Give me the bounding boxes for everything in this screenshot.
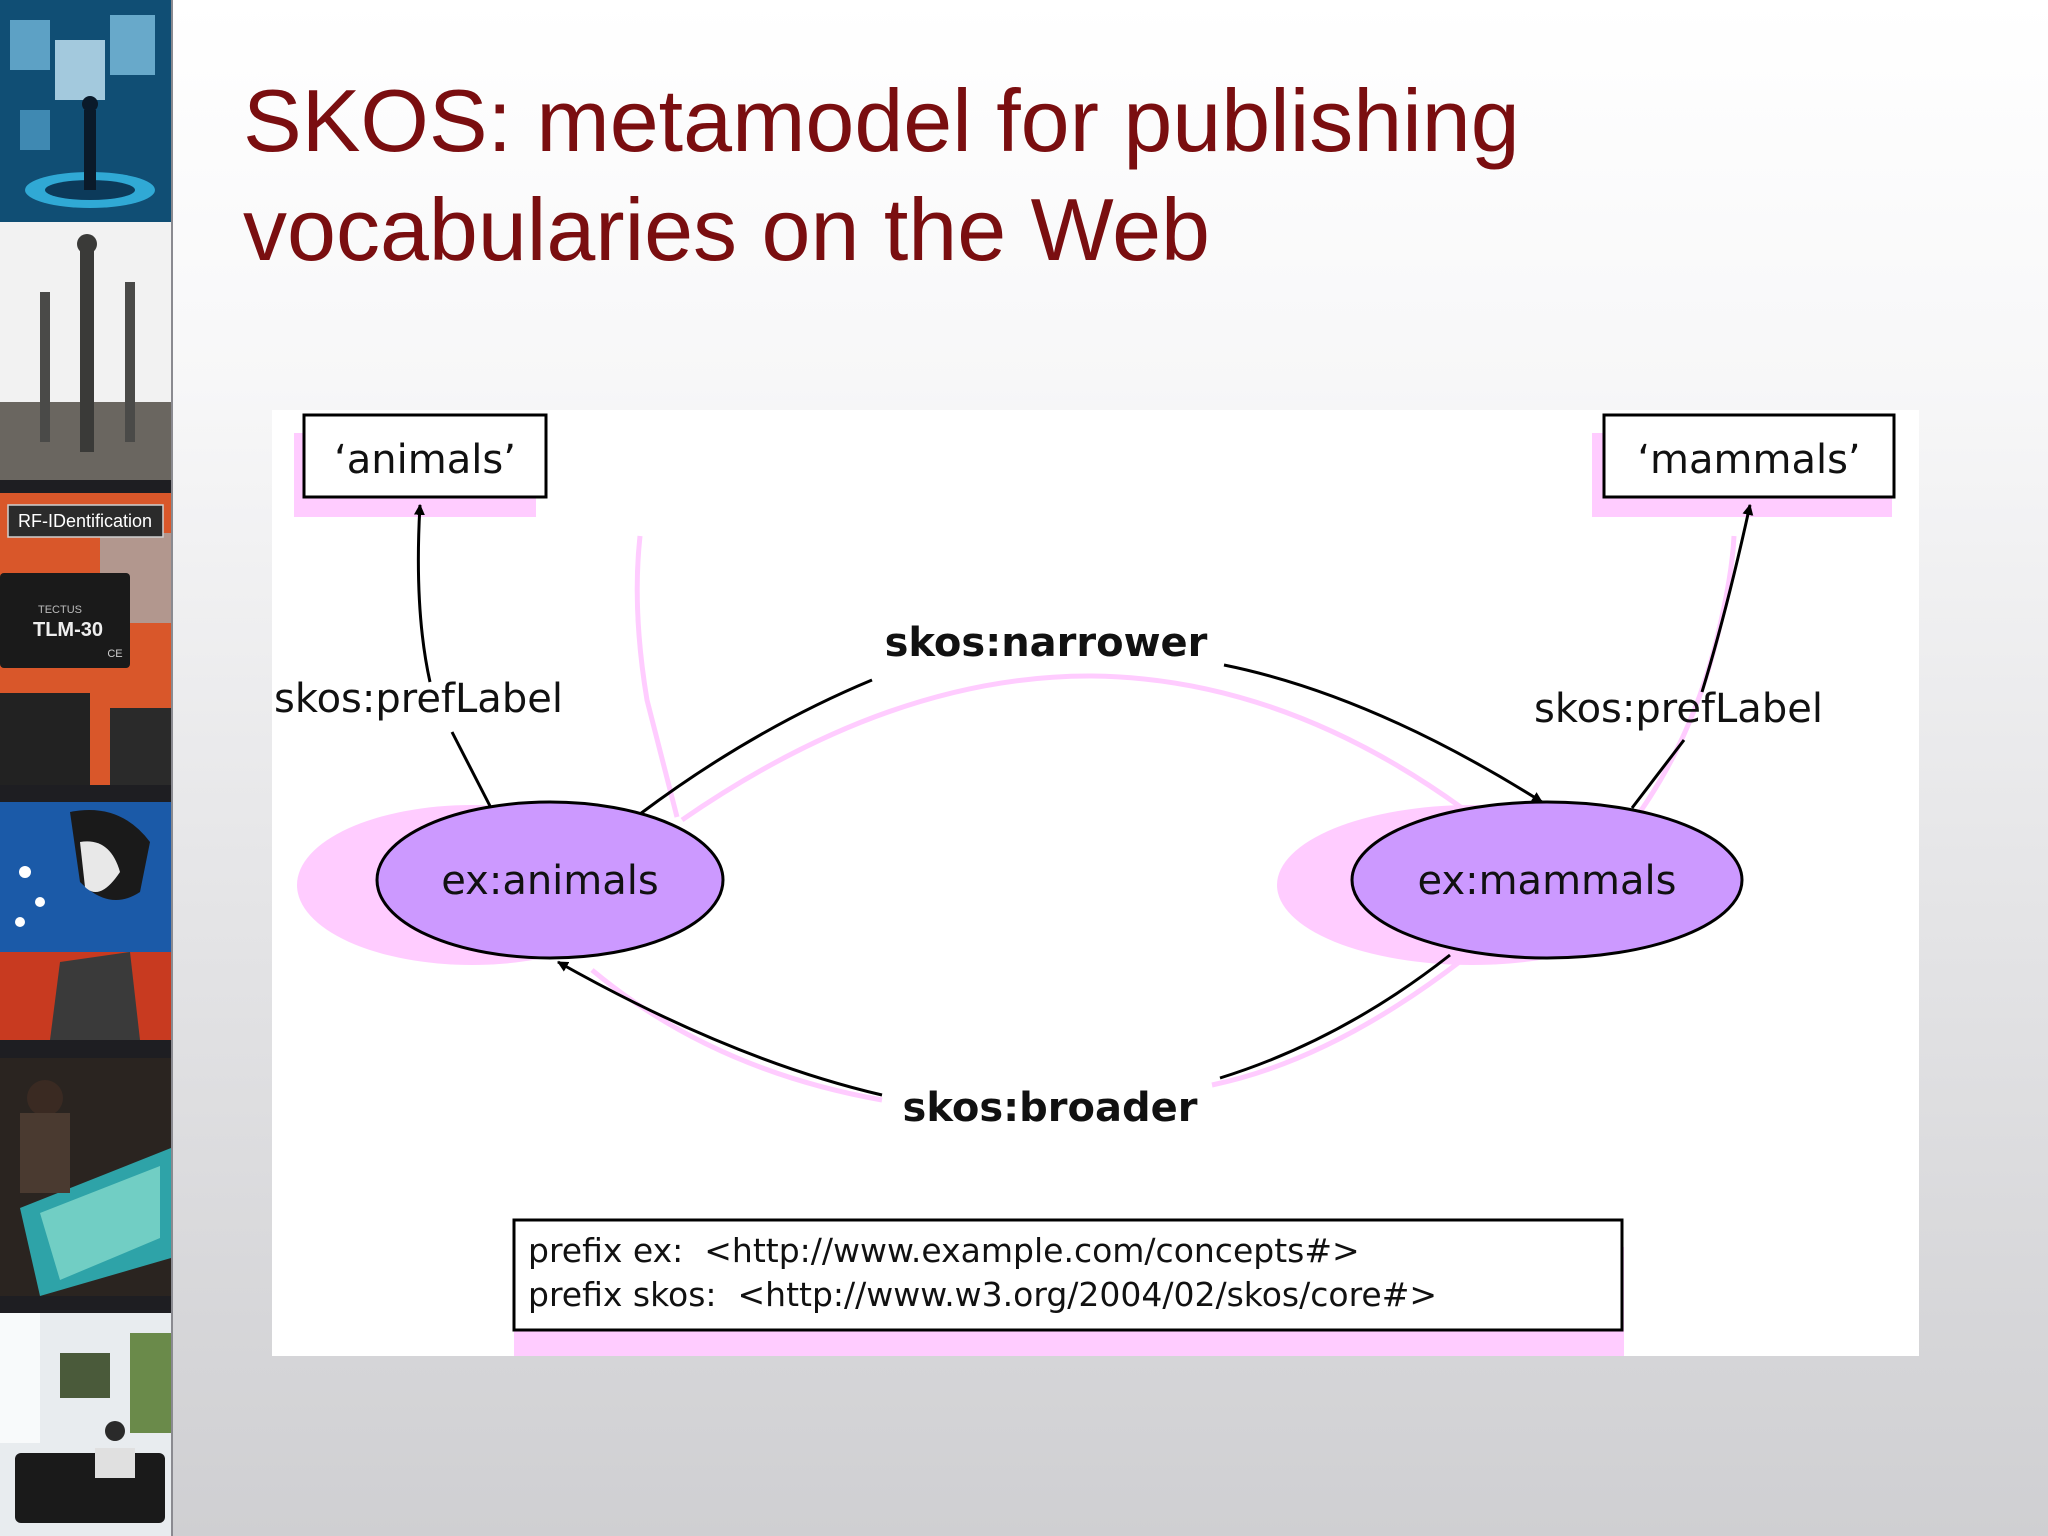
- prefix-box: [512, 1218, 1624, 1332]
- broader-edge-left: [557, 960, 883, 1097]
- node-ex-mammals-label: ex:mammals: [1418, 858, 1677, 904]
- broader-label: skos:broader: [903, 1085, 1198, 1131]
- chip-brand-text: TECTUS: [38, 604, 82, 616]
- touch-table-photo: [0, 1058, 171, 1296]
- broader-edge-right: [1219, 953, 1451, 1080]
- narrower-edge-left: [639, 678, 873, 816]
- skos-diagram: ‘animals’ ‘mammals’ ex:animals ex:mammal…: [272, 410, 1919, 1356]
- futuristic-screens-photo: [0, 0, 171, 222]
- narrower-edge-right: [1223, 663, 1543, 804]
- preflabel-left-edge-upper: [413, 503, 432, 683]
- narrower-label: skos:narrower: [885, 620, 1208, 666]
- preflabel-left-edge: [450, 731, 492, 807]
- preflabel-left-label: skos:prefLabel: [274, 676, 563, 722]
- chip-model-text: TLM-30: [33, 619, 103, 641]
- literal-animals-text: ‘animals’: [334, 437, 516, 483]
- node-ex-mammals: [1350, 800, 1744, 960]
- preflabel-right-label: skos:prefLabel: [1534, 686, 1823, 732]
- slide-title-line-1: SKOS: metamodel for publishing: [243, 71, 1520, 170]
- node-ex-animals-label: ex:animals: [441, 858, 658, 904]
- chip-mark-text: CE: [107, 648, 122, 660]
- decorative-image-strip: RF-IDentification TECTUS TLM-30 CE: [0, 0, 173, 1536]
- preflabel-right-edge-upper: [1700, 503, 1754, 693]
- rfid-banner-text: RF-IDentification: [18, 511, 152, 531]
- diagram-edge-shadows: [590, 535, 1737, 1103]
- literal-animals-box: [302, 413, 548, 499]
- prefix-line-1: prefix ex: <http://www.example.com/conce…: [528, 1231, 1360, 1270]
- slide-title-line-2: vocabularies on the Web: [243, 180, 1210, 279]
- node-ex-animals: [375, 800, 725, 960]
- literal-mammals-text: ‘mammals’: [1637, 437, 1860, 483]
- portrait-painting: [0, 802, 171, 1040]
- sculpture-photo: [0, 222, 171, 480]
- rfid-chip-photo: RF-IDentification TECTUS TLM-30 CE: [0, 493, 171, 785]
- literal-mammals-box: [1602, 413, 1896, 499]
- living-room-photo: [0, 1313, 171, 1536]
- prefix-line-2: prefix skos: <http://www.w3.org/2004/02/…: [528, 1275, 1437, 1314]
- preflabel-right-edge: [1630, 739, 1686, 809]
- slide-title: SKOS: metamodel for publishing vocabular…: [243, 66, 1743, 284]
